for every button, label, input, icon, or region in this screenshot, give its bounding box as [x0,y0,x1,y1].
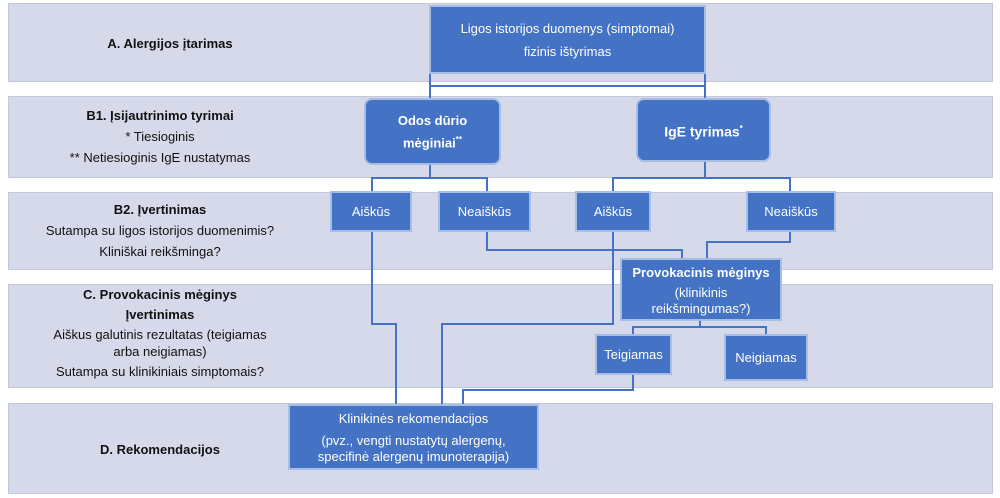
row-title-c: C. Provokacinis mėginys [83,287,237,302]
provocation-line-2: (klinikinis reikšmingumas?) [651,284,751,316]
row-label-b2: B2. Įvertinimas Sutampa su ligos istorij… [5,199,315,262]
clear-1-label: Aiškūs [351,204,391,219]
skin-prick-label: Odos dūrio mėginiai** [384,111,481,152]
unclear-1-label: Neaiškūs [457,204,512,219]
row-title-d: D. Rekomendacijos [100,442,220,457]
skin-prick-text: Odos dūrio mėginiai [397,112,468,151]
row-line-b1-2: ** Netiesioginis IgE nustatymas [69,150,251,165]
row-label-a: A. Alergijos įtarimas [20,34,320,54]
row-line-b1-1: * Tiesioginis [125,129,195,144]
clear-2-label: Aiškūs [593,204,633,219]
connector-unclear2-provocation [706,231,791,259]
connector-unclear1-provocation [486,231,683,259]
connector-skin-results [371,177,488,192]
positive-label: Teigiamas [604,347,663,362]
row-subtitle-c: Įvertinimas [125,307,195,322]
unclear-2-label: Neaiškūs [764,204,818,219]
row-band-c [8,284,993,388]
connector-clear2-recommendations [441,231,614,405]
connector-ige-results [612,177,791,192]
ige-test-mark: * [739,123,743,133]
positive-box: Teigiamas [595,334,672,375]
recommendations-title: Klinikinės rekomendacijos [338,411,489,426]
row-line-b2-1: Sutampa su ligos istorijos duomenimis? [45,223,275,238]
provocation-title: Provokacinis mėginys [632,264,770,280]
row-title-b1: B1. Įsijautrinimo tyrimai [86,108,234,123]
negative-label: Neigiamas [735,350,797,365]
ige-test-box: IgE tyrimas* [636,98,771,162]
negative-box: Neigiamas [724,334,808,381]
history-line-2: fizinis ištyrimas [523,43,612,59]
clear-box-1: Aiškūs [330,191,412,232]
row-title-b2: B2. Įvertinimas [113,202,207,217]
row-label-b1: B1. Įsijautrinimo tyrimai * Tiesioginis … [10,105,310,168]
skin-prick-box: Odos dūrio mėginiai** [364,98,501,165]
row-line-c-2: Sutampa su klinikiniais simptomais? [55,364,265,379]
row-title-a: A. Alergijos įtarimas [107,36,233,51]
connector-clear1-recommendations [371,231,397,405]
unclear-box-1: Neaiškūs [438,191,531,232]
connector-history-tests [429,73,706,87]
history-line-1: Ligos istorijos duomenys (simptomai) [460,20,675,36]
connector-positive-recommendations [462,374,634,405]
recommendations-line-2: (pvz., vengti nustatytų alergenų, specif… [317,433,510,464]
row-label-c: C. Provokacinis mėginys Įvertinimas Aišk… [10,285,310,384]
recommendations-box: Klinikinės rekomendacijos (pvz., vengti … [288,404,539,470]
history-box: Ligos istorijos duomenys (simptomai) fiz… [429,5,706,74]
skin-prick-mark: ** [455,134,462,144]
provocation-box: Provokacinis mėginys (klinikinis reikšmi… [620,258,782,321]
unclear-box-2: Neaiškūs [746,191,836,232]
row-line-b2-2: Kliniškai reikšminga? [99,244,221,259]
row-line-c-1: Aiškus galutinis rezultatas (teigiamas a… [53,327,267,359]
ige-test-text: IgE tyrimas [664,123,740,140]
ige-test-label: IgE tyrimas* [664,119,743,142]
clear-box-2: Aiškūs [575,191,651,232]
row-label-d: D. Rekomendacijos [10,440,310,460]
